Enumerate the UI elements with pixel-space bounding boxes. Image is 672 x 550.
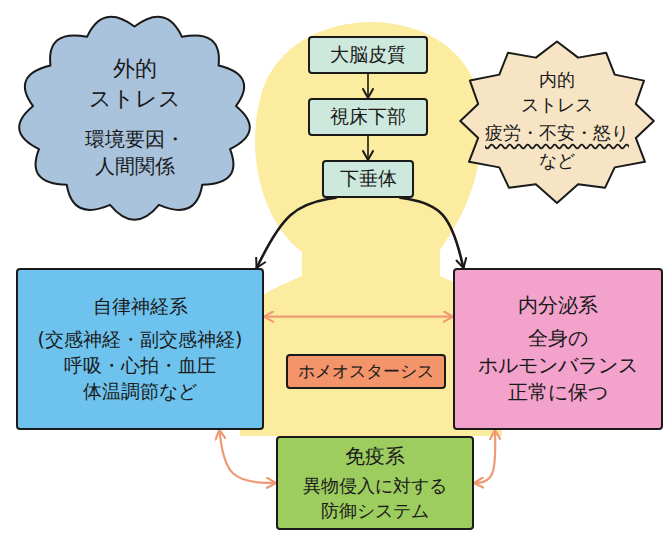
system-box: 免疫系異物侵入に対する 防御システム bbox=[276, 436, 474, 530]
node-heading: ホメオスターシス bbox=[298, 360, 434, 383]
text-line: 内的 bbox=[521, 68, 593, 92]
node-body: 異物侵入に対する 防御システム bbox=[303, 474, 447, 523]
text-line: 視床下部 bbox=[330, 104, 406, 130]
text-line: 疲労・不安・怒り bbox=[485, 121, 629, 145]
node-body: 全身の ホルモンバランス 正常に保つ bbox=[478, 325, 638, 406]
text-line: 防御システム bbox=[303, 499, 447, 523]
text-line: 下垂体 bbox=[340, 166, 397, 192]
node-heading: 内的 ストレス bbox=[521, 68, 593, 117]
node-body: など bbox=[539, 149, 575, 173]
process-box: 視床下部 bbox=[308, 98, 428, 136]
node-heading: 大脳皮質 bbox=[330, 42, 406, 68]
system-box: 自律神経系 (交感神経・副交感神経) 呼吸・心拍・血圧 体温調節など bbox=[16, 268, 264, 430]
text-line: 外的 bbox=[89, 54, 181, 84]
connector-arrow bbox=[400, 198, 463, 268]
node-heading: 内分泌系 bbox=[518, 292, 598, 319]
connector-arrow bbox=[367, 74, 369, 98]
connector-arrow bbox=[264, 316, 453, 318]
burst-outline bbox=[452, 36, 662, 206]
text-line: 体温調節など bbox=[38, 379, 243, 405]
node-heading: 免疫系 bbox=[345, 443, 405, 470]
text-line: ホメオスターシス bbox=[298, 360, 434, 383]
node-heading: 自律神経系 bbox=[93, 294, 188, 320]
connector-arrow bbox=[474, 430, 495, 483]
node-heading: 外的 ストレス bbox=[89, 54, 181, 113]
text-line: など bbox=[539, 149, 575, 173]
text-line: 大脳皮質 bbox=[330, 42, 406, 68]
node-heading: 視床下部 bbox=[330, 104, 406, 130]
cloud-outline bbox=[12, 8, 257, 226]
text-line: (交感神経・副交感神経) bbox=[38, 327, 243, 353]
text-line: 全身の bbox=[478, 325, 638, 352]
text-line: 内分泌系 bbox=[518, 292, 598, 319]
text-line: 人間関係 bbox=[85, 153, 185, 180]
node-body: 疲労・不安・怒り bbox=[485, 121, 629, 145]
text-line: 異物侵入に対する bbox=[303, 474, 447, 498]
text-line: 呼吸・心拍・血圧 bbox=[38, 353, 243, 379]
text-line: 自律神経系 bbox=[93, 294, 188, 320]
text-line: ストレス bbox=[521, 93, 593, 117]
text-line: ストレス bbox=[89, 84, 181, 114]
process-box: 大脳皮質 bbox=[308, 36, 428, 74]
connector-arrow bbox=[257, 198, 336, 268]
system-box: 内分泌系全身の ホルモンバランス 正常に保つ bbox=[453, 268, 663, 430]
process-box: 下垂体 bbox=[322, 160, 414, 198]
connector-arrow bbox=[367, 136, 369, 160]
homeostasis-box: ホメオスターシス bbox=[286, 354, 446, 389]
cloud-shape bbox=[19, 17, 250, 220]
node-heading: 下垂体 bbox=[340, 166, 397, 192]
text-line: 環境要因・ bbox=[85, 126, 185, 153]
text-line: 正常に保つ bbox=[478, 379, 638, 406]
node-body: (交感神経・副交感神経) 呼吸・心拍・血圧 体温調節など bbox=[38, 327, 243, 404]
text-line: 免疫系 bbox=[345, 443, 405, 470]
connector-arrow bbox=[219, 430, 276, 483]
node-body: 環境要因・ 人間関係 bbox=[85, 126, 185, 180]
text-line: ホルモンバランス bbox=[478, 352, 638, 379]
burst-shape bbox=[460, 41, 654, 203]
stress-burst: 内的 ストレス疲労・不安・怒りなど bbox=[452, 36, 662, 206]
stress-cloud: 外的 ストレス環境要因・ 人間関係 bbox=[12, 8, 257, 226]
